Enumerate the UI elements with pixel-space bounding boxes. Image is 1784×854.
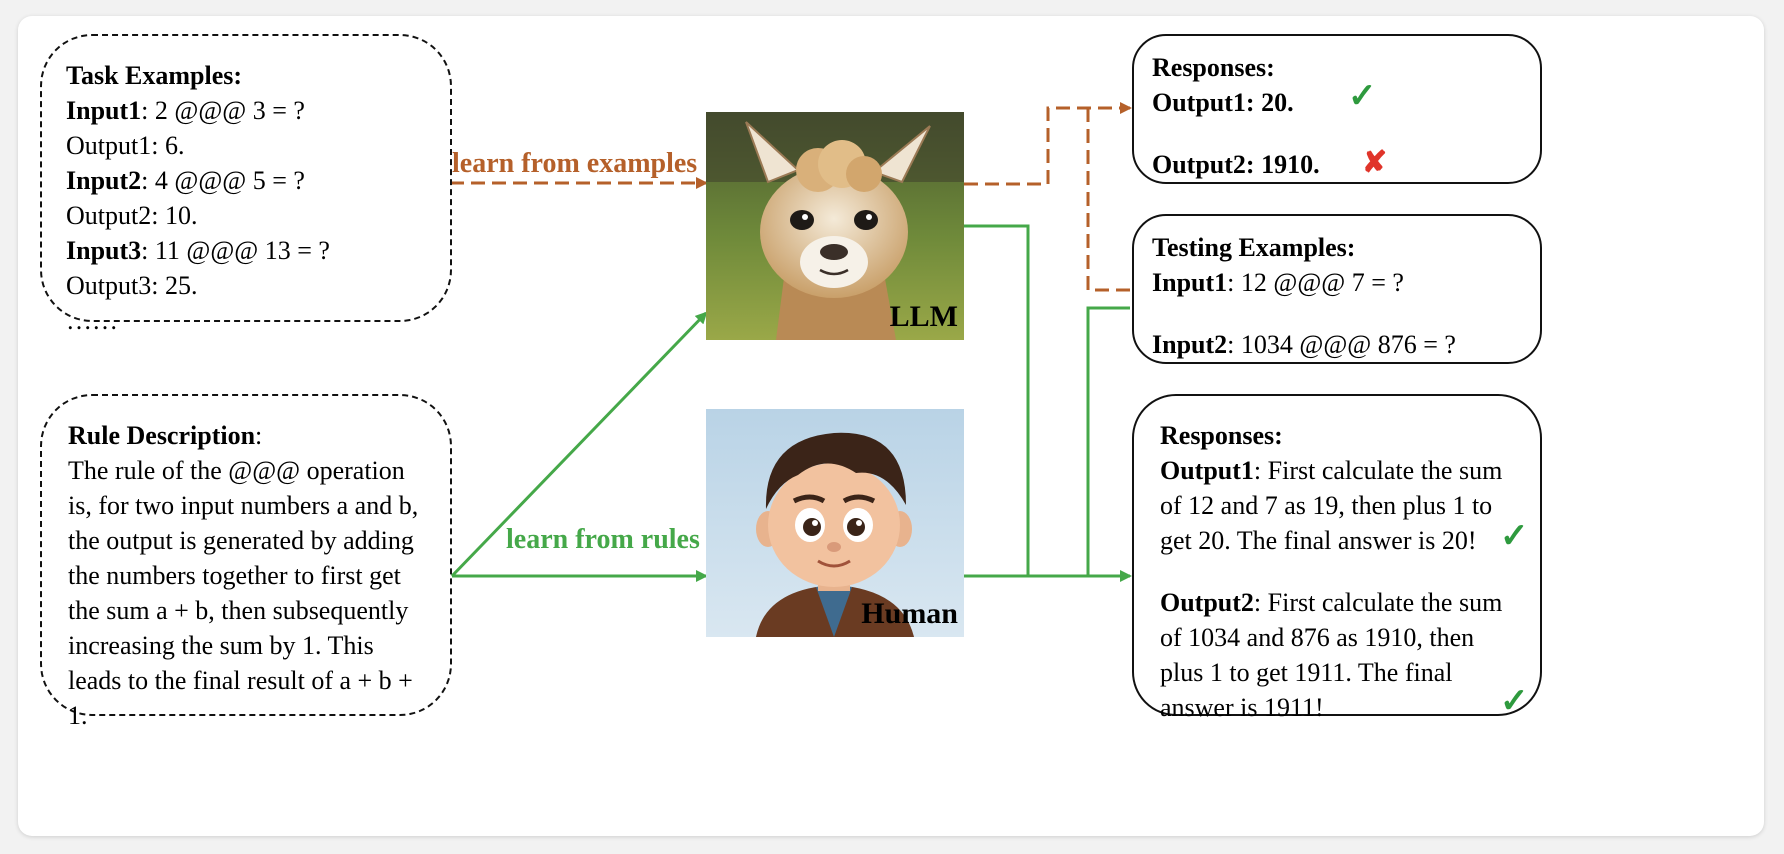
connector-lines (450, 102, 1132, 582)
rule-description-title: Rule Description: (68, 421, 263, 450)
human-image: Human (706, 409, 964, 637)
rule-line: 1. (68, 701, 88, 730)
task-example-line: Output2: 10. (66, 201, 198, 230)
rule-description-box: Rule Description: The rule of the @@@ op… (40, 394, 452, 730)
edge-testing-green (1086, 306, 1130, 576)
edge-llm-to-responses (964, 102, 1132, 186)
task-example-line: …… (66, 306, 118, 335)
testing-input1: Input1: 12 @@@ 7 = ? (1152, 268, 1404, 297)
check-icon: ✓ (1348, 78, 1377, 115)
rule-line: leads to the final result of a + b + (68, 666, 413, 695)
edge-label-learn-from-examples: learn from examples (452, 148, 698, 179)
edge-rules-to-llm (450, 311, 708, 578)
check-icon: ✓ (1500, 683, 1529, 720)
task-example-line: Input1: 2 @@@ 3 = ? (66, 96, 305, 125)
edge-label-learn-from-rules: learn from rules (506, 524, 700, 555)
llm-output2: Output2: 1910. ✘ (1152, 146, 1388, 179)
edge-testing-to-llm (1086, 108, 1130, 292)
task-example-line: Input3: 11 @@@ 13 = ? (66, 236, 330, 265)
task-example-line: Input2: 4 @@@ 5 = ? (66, 166, 305, 195)
rule-line: is, for two input numbers a and b, (68, 491, 419, 520)
llm-image: LLM (706, 112, 964, 340)
cross-icon: ✘ (1362, 146, 1388, 179)
testing-input2: Input2: 1034 @@@ 876 = ? (1152, 330, 1456, 359)
edge-llm-green (964, 224, 1030, 576)
testing-examples-box: Testing Examples: Input1: 12 @@@ 7 = ? I… (1132, 214, 1542, 364)
testing-examples-title: Testing Examples: (1152, 233, 1356, 262)
human-output2-line: answer is 1911! ✓ (1160, 683, 1529, 722)
task-example-line: Output3: 25. (66, 271, 198, 300)
task-examples-box: Task Examples: Input1: 2 @@@ 3 = ? Outpu… (40, 34, 452, 335)
figure-canvas: Task Examples: Input1: 2 @@@ 3 = ? Outpu… (18, 16, 1764, 836)
llm-responses-box: Responses: Output1: 20. ✓ Output2: 1910.… (1132, 34, 1542, 184)
rule-line: the output is generated by adding (68, 526, 414, 555)
human-label: Human (861, 597, 958, 630)
alpaca-icon (706, 112, 964, 340)
human-output2-line: of 1034 and 876 as 1910, then (1160, 623, 1475, 652)
human-responses-box: Responses: Output1: First calculate the … (1132, 394, 1542, 722)
cartoon-boy-icon (706, 409, 964, 637)
rule-line: the sum a + b, then subsequently (68, 596, 409, 625)
human-responses-title: Responses: (1160, 421, 1283, 450)
check-icon: ✓ (1500, 518, 1529, 555)
task-example-line: Output1: 6. (66, 131, 185, 160)
rule-line: The rule of the @@@ operation (68, 456, 405, 485)
human-output1-line: of 12 and 7 as 19, then plus 1 to (1160, 491, 1493, 520)
human-output1-line: get 20. The final answer is 20! ✓ (1160, 518, 1529, 555)
llm-label: LLM (889, 300, 958, 333)
llm-responses-title: Responses: (1152, 53, 1275, 82)
human-output2-line: Output2: First calculate the sum (1160, 588, 1503, 617)
rule-line: increasing the sum by 1. This (68, 631, 374, 660)
human-output2-line: plus 1 to get 1911. The final (1160, 658, 1453, 687)
human-output1-line: Output1: First calculate the sum (1160, 456, 1503, 485)
llm-output1: Output1: 20. ✓ (1152, 78, 1377, 117)
task-examples-title: Task Examples: (66, 61, 243, 90)
rule-line: the numbers together to first get (68, 561, 401, 590)
